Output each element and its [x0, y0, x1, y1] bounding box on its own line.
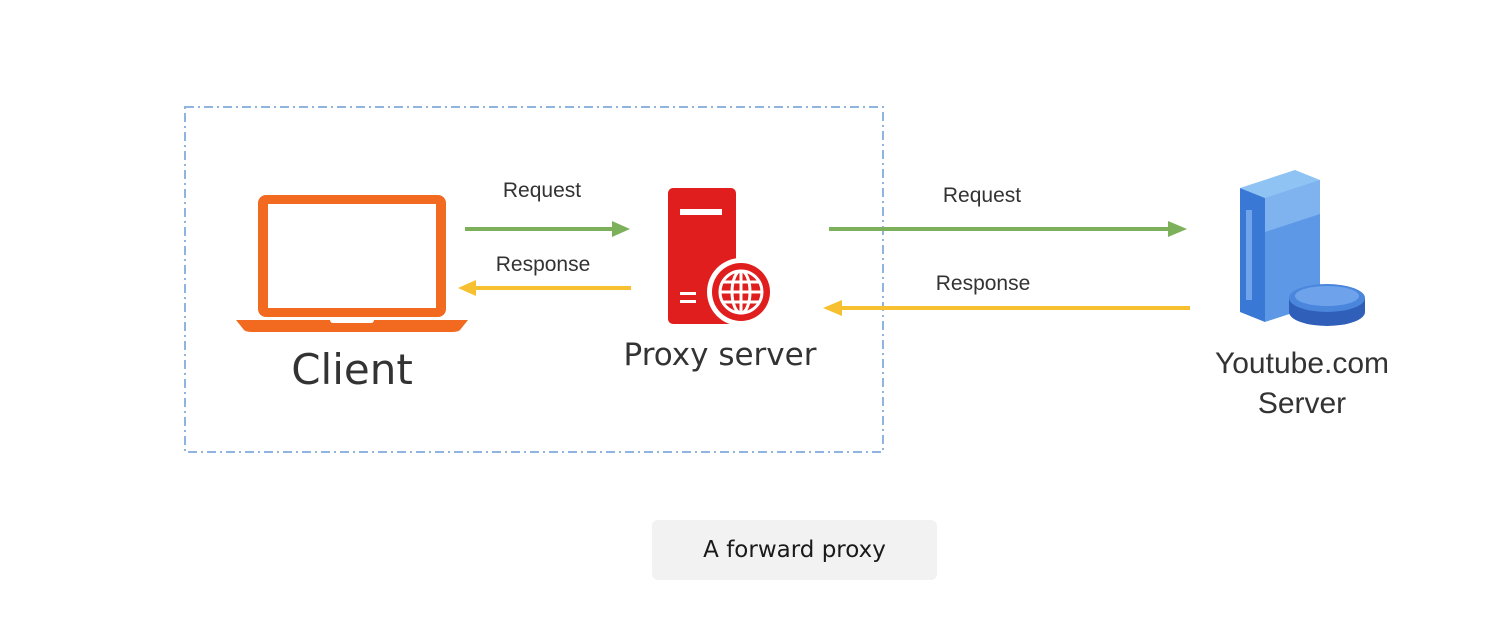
youtube-server-label-line1: Youtube.com	[1215, 347, 1389, 380]
laptop-icon	[236, 195, 468, 332]
youtube-server-icon	[1240, 170, 1365, 326]
youtube-server-label-line2: Server	[1258, 387, 1346, 420]
figure-caption: A forward proxy	[652, 520, 937, 580]
server-to-proxy-response-arrow	[823, 300, 1190, 316]
proxy-server-label: Proxy server	[624, 337, 817, 373]
proxy-to-client-response-arrow	[458, 280, 631, 296]
client-to-proxy-request-arrow	[465, 221, 630, 237]
right-response-label: Response	[936, 272, 1031, 295]
caption-text: A forward proxy	[703, 537, 886, 563]
right-request-label: Request	[943, 184, 1021, 207]
proxy-server-icon	[668, 188, 775, 326]
proxy-to-server-request-arrow	[829, 221, 1187, 237]
client-label: Client	[291, 345, 413, 394]
local-network-boundary	[184, 106, 884, 453]
left-request-label: Request	[503, 179, 581, 202]
left-response-label: Response	[496, 253, 591, 276]
